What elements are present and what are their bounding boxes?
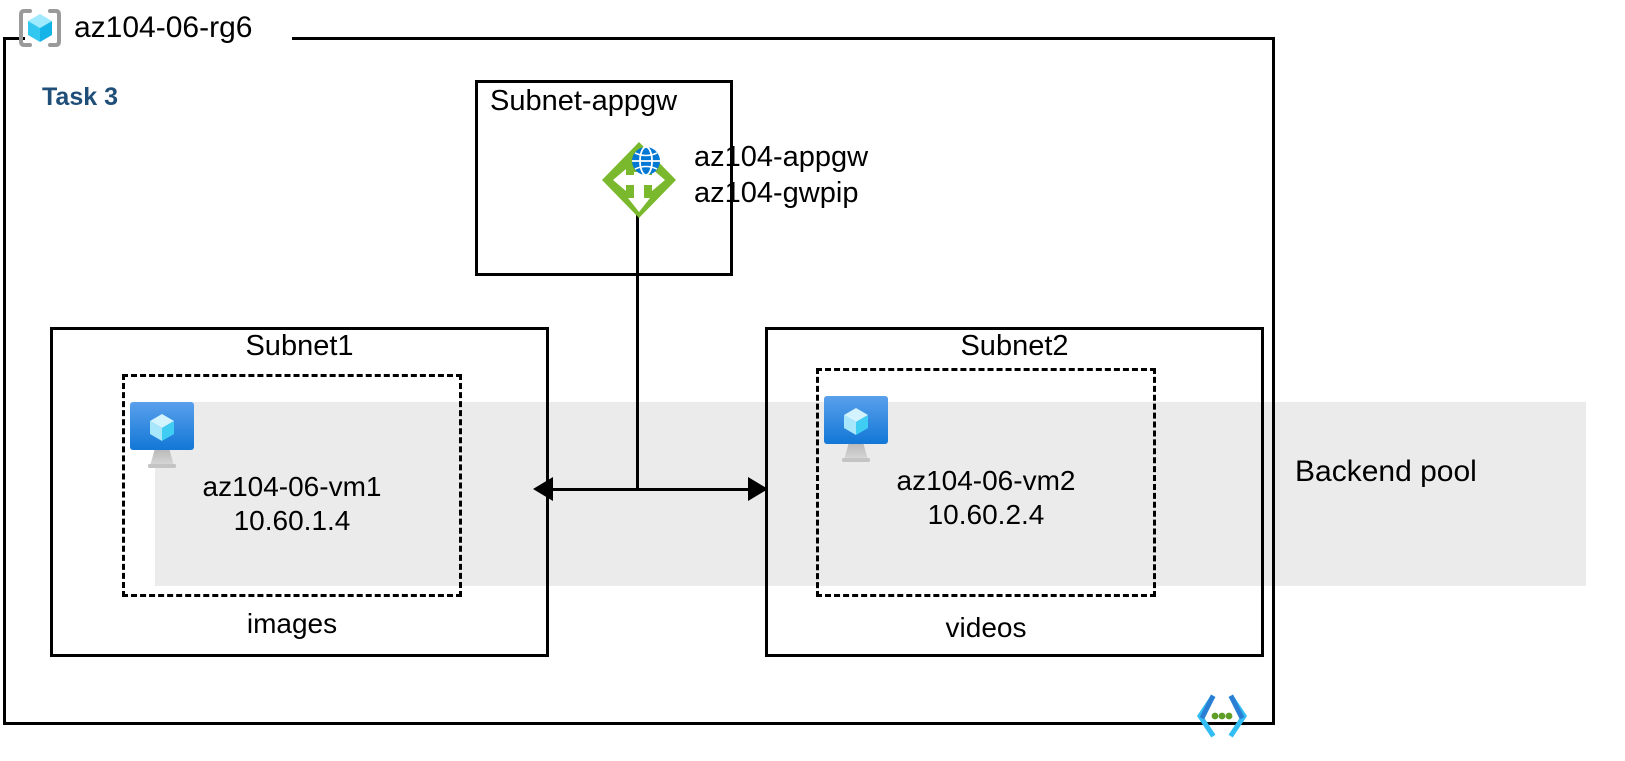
application-gateway-labels: az104-appgw az104-gwpip xyxy=(694,136,868,212)
application-gateway-icon xyxy=(598,136,680,222)
vm1-node[interactable]: az104-06-vm1 10.60.1.4 xyxy=(122,398,462,538)
virtual-machine-icon xyxy=(122,398,462,470)
subnet2-title: Subnet2 xyxy=(960,330,1069,362)
rg-border-top-right xyxy=(292,37,1275,40)
vm2-node[interactable]: az104-06-vm2 10.60.2.4 xyxy=(816,392,1156,532)
subnet1-vm-group xyxy=(122,374,462,597)
resource-group-boundary xyxy=(3,37,1275,725)
gateway-connector-vertical xyxy=(636,206,639,490)
gateway-connector-horizontal xyxy=(549,488,768,491)
vm1-ip: 10.60.1.4 xyxy=(233,505,351,537)
rg-border-top-left xyxy=(3,37,25,40)
subnet2-content-label: videos xyxy=(945,612,1027,643)
appgw-resource-name: az104-appgw xyxy=(694,141,869,173)
subnet2-vm-group xyxy=(816,368,1156,597)
appgw-public-ip-name: az104-gwpip xyxy=(694,176,859,209)
vm1-name: az104-06-vm1 xyxy=(202,471,382,502)
arrowhead-right-icon xyxy=(748,477,768,501)
task-label: Task 3 xyxy=(42,83,118,111)
subnet-appgw-box xyxy=(475,80,733,276)
subnet1-title: Subnet1 xyxy=(245,330,354,362)
resource-group-name: az104-06-rg6 xyxy=(74,11,253,44)
application-gateway-node[interactable]: az104-appgw az104-gwpip xyxy=(598,136,868,222)
backend-pool-label: Backend pool xyxy=(1295,455,1477,488)
resource-group-cube-icon xyxy=(18,6,62,50)
rg-border-left xyxy=(3,37,6,725)
virtual-machine-icon xyxy=(816,392,1156,464)
subnet1-content-label: images xyxy=(246,608,338,639)
resource-group-header: az104-06-rg6 xyxy=(18,6,252,50)
rg-border-right xyxy=(1272,37,1275,725)
virtual-network-icon xyxy=(1194,694,1250,738)
subnet-appgw-title: Subnet-appgw xyxy=(490,85,678,117)
arrowhead-left-icon xyxy=(533,477,553,501)
rg-border-bottom xyxy=(3,722,1275,725)
vm2-ip: 10.60.2.4 xyxy=(927,499,1045,531)
vm2-name: az104-06-vm2 xyxy=(896,465,1076,496)
